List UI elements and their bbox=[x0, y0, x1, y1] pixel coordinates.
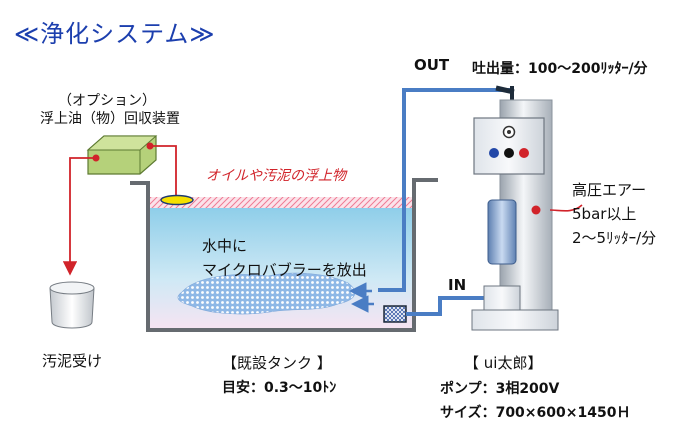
unit-cylinder bbox=[487, 199, 517, 265]
oil-layer-label: オイルや汚泥の浮上物 bbox=[206, 168, 346, 184]
sludge-bucket-label: 汚泥受け bbox=[42, 352, 103, 370]
skimmer-hose bbox=[152, 145, 177, 196]
sludge-bucket-rim bbox=[49, 281, 95, 295]
tank-label: 【既設タンク 】 bbox=[222, 354, 332, 372]
unit-pump bbox=[483, 285, 521, 311]
option-label: （オプション） bbox=[58, 93, 156, 109]
tank-capacity-label: 目安：0.3〜10ﾄﾝ bbox=[222, 380, 337, 396]
in-label: IN bbox=[448, 276, 467, 294]
micro-bubble-cloud bbox=[177, 272, 356, 315]
air-line bbox=[549, 204, 583, 212]
micro-bubble-label: 水中に マイクロバブラーを放出 bbox=[202, 234, 367, 282]
unit-pump-label: ポンプ：3相200V bbox=[440, 381, 560, 397]
unit-base bbox=[471, 309, 559, 331]
air-label: 高圧エアー 5bar以上 2〜5ﾘｯﾀｰ/分 bbox=[572, 178, 656, 250]
air-label-line3: 2〜5ﾘｯﾀｰ/分 bbox=[572, 229, 657, 247]
oil-layer bbox=[148, 197, 414, 208]
page-title: ≪浄化システム≫ bbox=[14, 20, 216, 48]
inlet-filter bbox=[383, 305, 407, 323]
recovery-port-right bbox=[146, 142, 154, 150]
in-pipe bbox=[406, 296, 488, 316]
gauge-center bbox=[507, 130, 511, 134]
recovery-device-label: 浮上油（物）回収装置 bbox=[40, 111, 180, 127]
micro-label-line1: 水中に bbox=[202, 237, 248, 255]
air-port-dot bbox=[531, 205, 541, 215]
air-label-line2: 5bar以上 bbox=[572, 205, 637, 223]
existing-tank bbox=[130, 178, 438, 332]
discharge-rate-label: 吐出量：100〜200ﾘｯﾀｰ/分 bbox=[472, 61, 648, 77]
blue-button-icon bbox=[489, 148, 499, 158]
sludge-bucket bbox=[49, 287, 95, 329]
skimmer-float bbox=[160, 194, 194, 206]
out-pipe bbox=[378, 88, 512, 292]
out-label: OUT bbox=[414, 56, 450, 74]
micro-label-line2: マイクロバブラーを放出 bbox=[202, 261, 367, 279]
red-button-icon bbox=[519, 148, 529, 158]
black-button-icon bbox=[504, 148, 514, 158]
air-label-line1: 高圧エアー bbox=[572, 181, 647, 199]
unit-name-label: 【 ui太郎】 bbox=[464, 354, 543, 372]
unit-size-label: サイズ：700×600×1450Ｈ bbox=[440, 405, 631, 421]
recovery-device-top bbox=[86, 135, 158, 151]
sludge-discharge-line bbox=[62, 157, 96, 276]
